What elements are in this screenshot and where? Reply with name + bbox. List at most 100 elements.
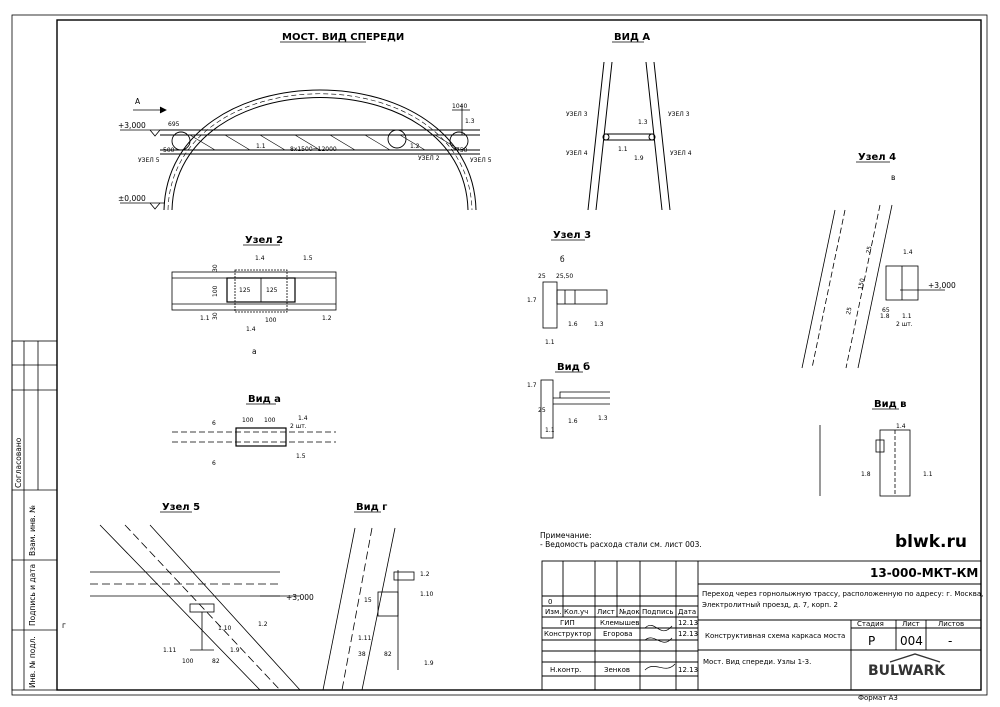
- tb-h-sheets: Листов: [938, 620, 964, 628]
- part-15-uzel2: 1.5: [303, 255, 313, 262]
- dim-100-vida-a: 100: [242, 417, 254, 424]
- tb-sheet-sub: Мост. Вид спереди. Узлы 1-3.: [703, 658, 811, 666]
- part-12-front: 1.2: [410, 143, 420, 150]
- arrow-a: А: [135, 97, 141, 106]
- dim-100-vida-b: 100: [264, 417, 276, 424]
- title-block: [541, 560, 982, 691]
- title-vid-a: ВИД А: [614, 32, 650, 43]
- tb-h-list: Лист: [597, 608, 615, 616]
- two-pcs-uzel4: 2 шт.: [896, 321, 913, 328]
- level-plus3000: +3,000: [118, 121, 146, 130]
- part-11-uzel4: 1.1: [902, 313, 912, 320]
- tb-r1-name: Клемышев: [600, 619, 639, 627]
- title-uzel5: Узел 5: [162, 502, 200, 513]
- part-14-vidv: 1.4: [896, 423, 906, 430]
- title-vid-g: Вид г: [356, 502, 387, 513]
- part-14-vida: 1.4: [298, 415, 308, 422]
- part-12-uzel5: 1.2: [258, 621, 268, 628]
- part-13-vida: 1.3: [638, 119, 648, 126]
- dim-500: 500: [163, 147, 175, 154]
- view-a-marker: а: [252, 347, 257, 356]
- tb-r2-date: 12.13: [678, 630, 698, 638]
- dim-2550-uzel3: 25,50: [556, 273, 573, 280]
- stamp-podpis: Подпись и дата: [28, 564, 37, 626]
- stamp-inv: Инв. № подл.: [28, 636, 37, 688]
- level-plus3000-uzel5: +3,000: [286, 593, 314, 602]
- dim-25-uzel4-b: 25: [845, 306, 853, 315]
- vid-a-frame: [587, 61, 671, 211]
- tb-project: Переход через горнолыжную трассу, распол…: [702, 590, 983, 598]
- part-15-vida: 1.5: [296, 453, 306, 460]
- level-zero: ±0,000: [118, 194, 146, 203]
- vid-b-detail: [540, 379, 610, 439]
- part-13-vidb: 1.3: [598, 415, 608, 422]
- view-g-marker: г: [62, 621, 66, 630]
- left-stamp: [11, 340, 58, 691]
- tb-code: 13-000-МКТ-КМ: [870, 566, 978, 580]
- dim-82-vidg: 82: [384, 651, 392, 658]
- part-13-front: 1.3: [465, 118, 475, 125]
- tb-logo: BULWARK: [868, 663, 946, 679]
- tb-h-ndok: №док: [619, 608, 640, 616]
- part-11-uzel3: 1.1: [545, 339, 555, 346]
- dim-65-uzel4: 65: [882, 307, 890, 314]
- lbl-uzel3-left: УЗЕЛ 3: [566, 111, 588, 118]
- bulwark-logo: BULWARK: [868, 653, 946, 679]
- dim-25-uzel3: 25: [538, 273, 546, 280]
- level-marks: [120, 104, 470, 210]
- note-title: Примечание:: [540, 531, 592, 540]
- stamp-soglasovano: Согласовано: [14, 437, 23, 488]
- tb-sheet-title: Конструктивная схема каркаса моста: [705, 632, 845, 640]
- view-b-marker: б: [560, 255, 565, 264]
- part-111-uzel5: 1.11: [163, 647, 177, 654]
- part-14-uzel4: 1.4: [903, 249, 913, 256]
- tb-h-data: Дата: [678, 608, 696, 616]
- part-18-uzel4: 1.8: [880, 313, 890, 320]
- vid-g-detail: [322, 527, 415, 691]
- dim-82-uzel5: 82: [212, 658, 220, 665]
- uzel2-detail: [171, 269, 337, 313]
- tb-r3-name: Зенков: [604, 666, 630, 674]
- dim-125-b: 125: [266, 287, 278, 294]
- tb-zero: 0: [548, 598, 552, 606]
- tb-sheet: 004: [900, 634, 923, 648]
- dim-6-bot: 6: [212, 460, 216, 467]
- title-vid-b: Вид б: [557, 361, 590, 373]
- part-11-uzel2: 1.1: [200, 315, 210, 322]
- site-label: blwk.ru: [895, 532, 967, 552]
- dim-100-uzel5: 100: [182, 658, 194, 665]
- title-uzel2: Узел 2: [245, 235, 283, 246]
- stamp-vzam: Взам. инв. №: [28, 505, 37, 556]
- part-12-vidg: 1.2: [420, 571, 430, 578]
- part-110-uzel5: 1.10: [218, 625, 232, 632]
- dim-100-uzel2: 100: [265, 317, 277, 324]
- tb-r1-date: 12.13: [678, 619, 698, 627]
- tb-r1-role: ГИП: [560, 619, 575, 627]
- dim-125-a: 125: [239, 287, 251, 294]
- dim-750: 750: [456, 147, 468, 154]
- view-v-marker: в: [891, 173, 895, 182]
- dim-6-top: 6: [212, 420, 216, 427]
- part-110-vidg: 1.10: [420, 591, 434, 598]
- part-11-vida: 1.1: [618, 146, 628, 153]
- title-front: МОСТ. ВИД СПЕРЕДИ: [282, 32, 404, 43]
- part-19-vida: 1.9: [634, 155, 644, 162]
- uzel4-detail: [801, 204, 945, 369]
- part-18-vidv: 1.8: [861, 471, 871, 478]
- dim-15-vidg: 15: [364, 597, 372, 604]
- dim-695: 695: [168, 121, 180, 128]
- lbl-uzel4-right: УЗЕЛ 4: [670, 150, 692, 157]
- dim-100-vert: 100: [212, 285, 219, 297]
- tb-h-stadia: Стадия: [857, 620, 884, 628]
- vid-v-detail: [819, 425, 911, 497]
- part-19-uzel5: 1.9: [230, 647, 240, 654]
- vid-a-small-detail: [172, 427, 336, 447]
- dim-38-vidg: 38: [358, 651, 366, 658]
- tb-h-sheet: Лист: [902, 620, 920, 628]
- dim-25-uzel4-a: 25: [865, 245, 873, 254]
- two-pcs-vida: 2 шт.: [290, 423, 307, 430]
- part-13-uzel3: 1.3: [594, 321, 604, 328]
- title-vid-v: Вид в: [874, 399, 907, 410]
- uzel3-detail: [542, 281, 608, 329]
- part-17-vidb: 1.7: [527, 382, 537, 389]
